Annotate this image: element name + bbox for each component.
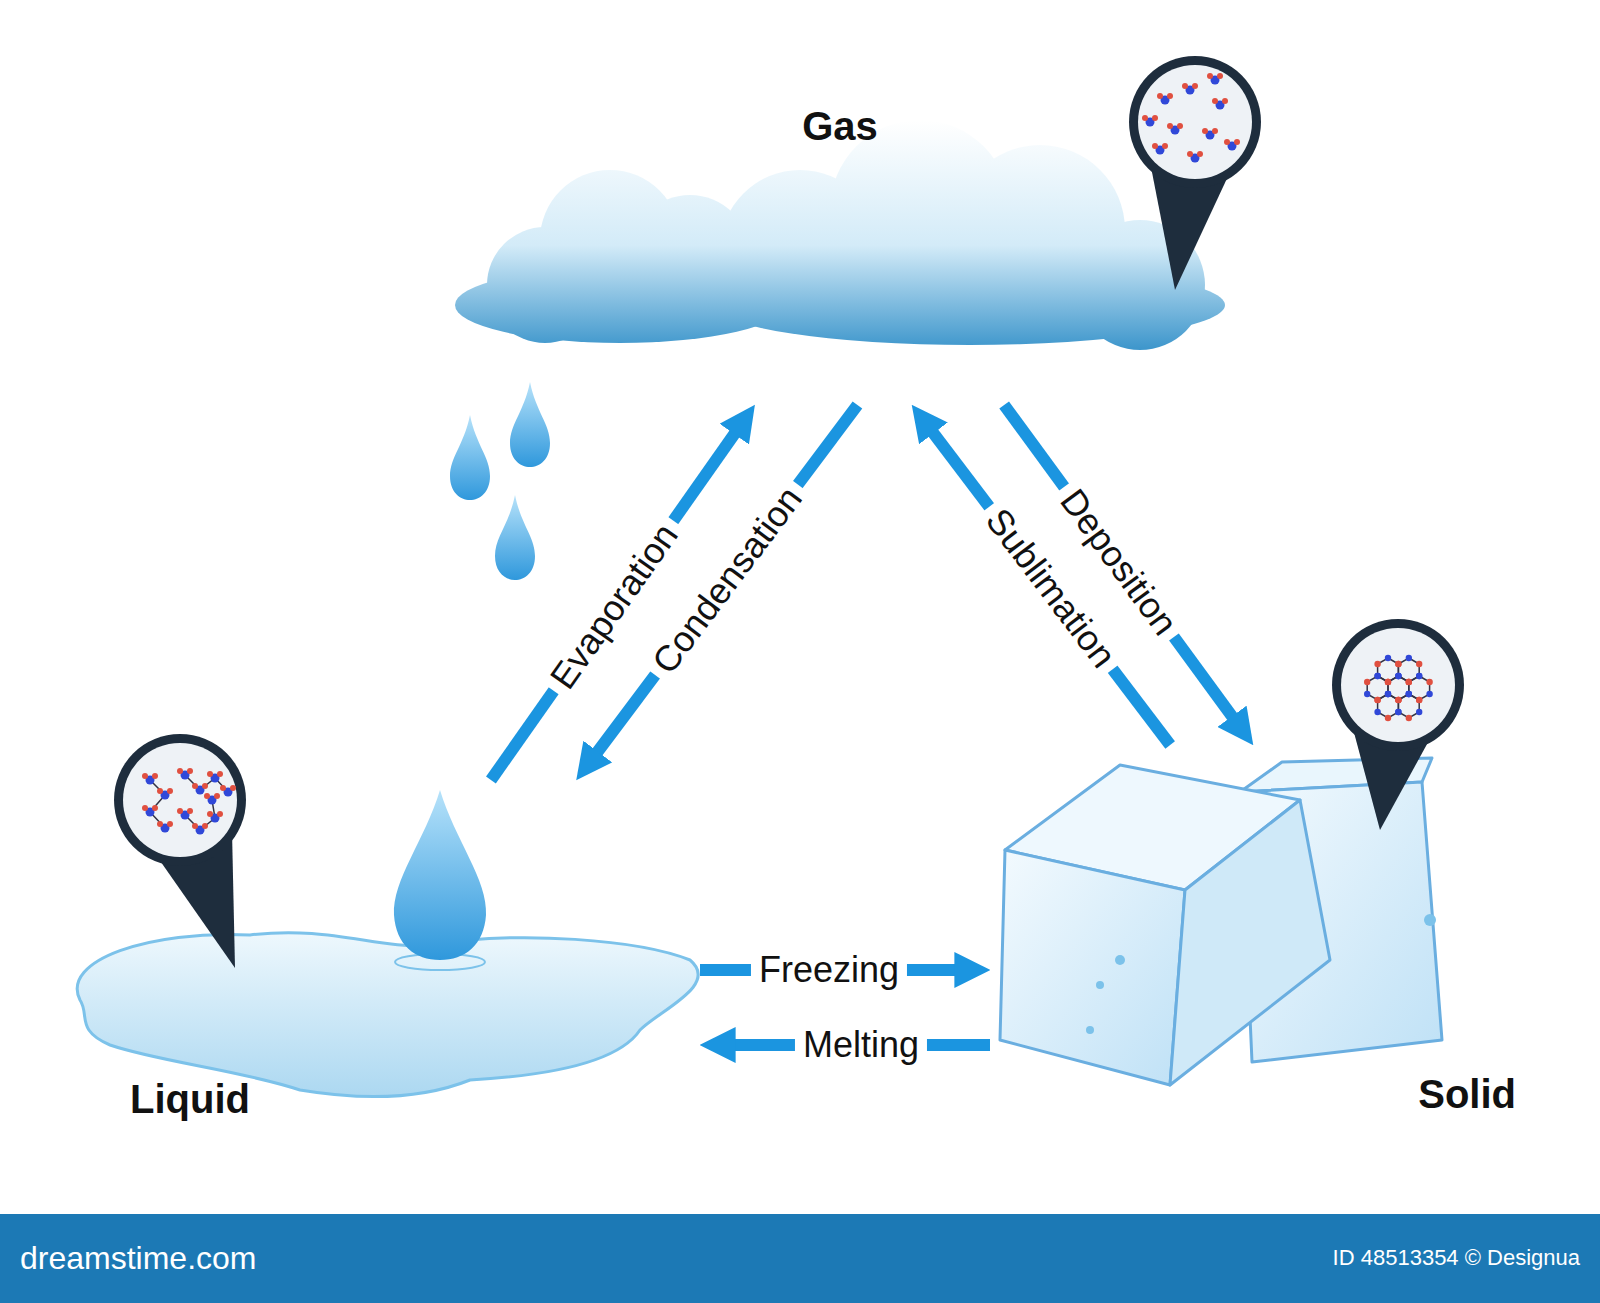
liquid-molecule-pin: [114, 734, 246, 968]
footer-text: dreamstime.com: [20, 1240, 257, 1277]
state-label: Liquid: [130, 1076, 250, 1122]
footer-text: ID 48513354 © Designua: [1333, 1245, 1580, 1271]
melt-drops: [1086, 914, 1436, 1034]
process-label: Melting: [795, 1024, 927, 1065]
water-puddle: [77, 933, 698, 1097]
solid-molecule-pin: [1332, 619, 1464, 830]
state-label: Solid: [1418, 1071, 1516, 1117]
water-drop: [394, 790, 486, 960]
raindrops: [450, 382, 550, 580]
state-node: Solid: [990, 745, 1530, 1125]
process-label: Freezing: [751, 949, 907, 990]
cloud: [455, 120, 1225, 350]
process-label: Condensation: [639, 472, 815, 687]
state-node: Gas: [440, 95, 1240, 405]
gas-molecule-pin: [1129, 56, 1261, 290]
footer-bar: [0, 1214, 1600, 1303]
state-node: Liquid: [60, 780, 700, 1130]
state-label: Gas: [802, 103, 878, 149]
